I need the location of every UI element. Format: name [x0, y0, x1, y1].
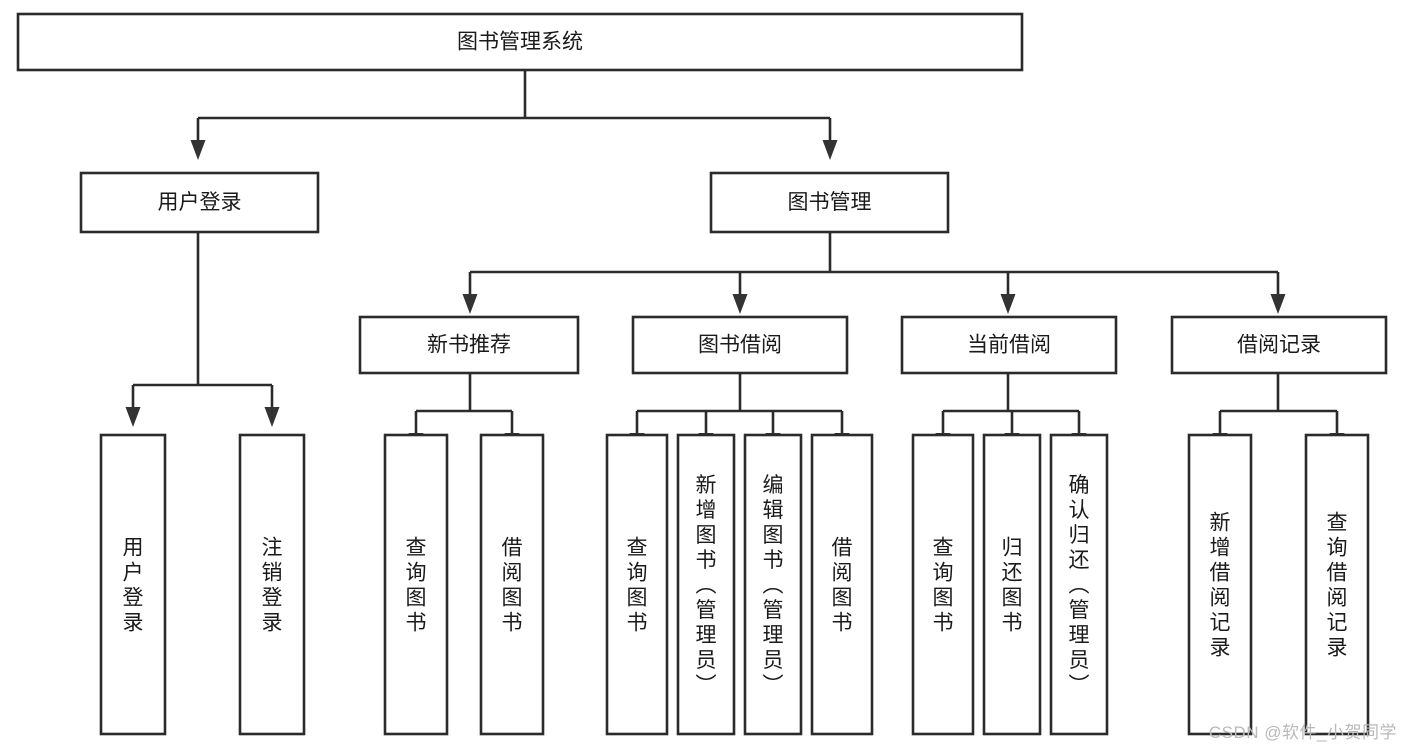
node-box[interactable] [358, 315, 580, 375]
watermark-text: CSDN @软件_小贺同学 [1208, 723, 1397, 742]
node-leaf-借阅图书[interactable]: 借阅图书 [810, 433, 874, 736]
node-l2-图书管理[interactable]: 图书管理 [709, 171, 950, 234]
node-box[interactable] [810, 433, 874, 736]
node-box[interactable] [743, 433, 803, 736]
node-label: 用户登录 [158, 191, 242, 214]
connector-book-mgmt-split [462, 232, 1286, 314]
node-label: 用户登录 [123, 537, 144, 635]
node-l2-用户登录[interactable]: 用户登录 [79, 171, 320, 234]
node-label: 查询图书 [627, 537, 648, 635]
node-label: 图书管理系统 [457, 31, 583, 54]
node-label: 当前借阅 [967, 334, 1051, 357]
arrow-head-icon [462, 294, 478, 314]
node-label: 查询图书 [406, 537, 427, 635]
arrow-head-icon [264, 407, 280, 427]
node-box[interactable] [1187, 433, 1253, 736]
node-box[interactable] [676, 433, 736, 736]
node-label: 图书借阅 [698, 334, 782, 357]
node-box[interactable] [1170, 315, 1388, 375]
node-box[interactable] [16, 12, 1024, 72]
node-leaf-确认归还管理员[interactable]: 确认归还︵管理员︶ [1049, 433, 1109, 736]
node-box[interactable] [238, 433, 306, 736]
node-leaf-新增借阅记录[interactable]: 新增借阅记录 [1187, 433, 1253, 736]
node-label: 查询图书 [933, 537, 954, 635]
node-box[interactable] [383, 433, 449, 736]
arrow-head-icon [1000, 294, 1016, 314]
node-leaf-注销登录[interactable]: 注销登录 [238, 433, 306, 736]
node-label: 新增借阅记录 [1210, 512, 1231, 660]
node-label: 编辑图书︵管理员︶ [763, 474, 784, 697]
node-box[interactable] [79, 171, 320, 234]
connector-root-split [190, 70, 838, 160]
arrow-head-icon [822, 140, 838, 160]
node-box[interactable] [99, 433, 167, 736]
node-box[interactable] [1049, 433, 1109, 736]
arrow-head-icon [732, 294, 748, 314]
node-label: 新书推荐 [427, 334, 511, 357]
connector-user-login-split [125, 232, 280, 427]
node-box[interactable] [605, 433, 669, 736]
node-leaf-用户登录[interactable]: 用户登录 [99, 433, 167, 736]
connector-layer [125, 70, 1345, 453]
node-leaf-查询图书[interactable]: 查询图书 [383, 433, 449, 736]
node-leaf-查询图书[interactable]: 查询图书 [911, 433, 975, 736]
node-box[interactable] [1304, 433, 1370, 736]
node-label: 确认归还︵管理员︶ [1069, 474, 1090, 697]
node-box[interactable] [900, 315, 1118, 375]
node-leaf-归还图书[interactable]: 归还图书 [982, 433, 1042, 736]
node-l3-新书推荐[interactable]: 新书推荐 [358, 315, 580, 375]
node-label: 注销登录 [262, 537, 283, 635]
node-layer: 图书管理系统用户登录图书管理新书推荐图书借阅当前借阅借阅记录用户登录注销登录查询… [16, 12, 1388, 736]
node-label: 借阅记录 [1237, 334, 1321, 357]
node-label: 归还图书 [1002, 537, 1023, 635]
node-label: 查询借阅记录 [1327, 512, 1348, 660]
node-leaf-新增图书管理员[interactable]: 新增图书︵管理员︶ [676, 433, 736, 736]
node-box[interactable] [911, 433, 975, 736]
node-label: 借阅图书 [832, 537, 853, 635]
node-leaf-借阅图书[interactable]: 借阅图书 [479, 433, 545, 736]
node-label: 借阅图书 [502, 537, 523, 635]
arrow-head-icon [1270, 294, 1286, 314]
node-l3-图书借阅[interactable]: 图书借阅 [631, 315, 849, 375]
node-box[interactable] [709, 171, 950, 234]
node-box[interactable] [631, 315, 849, 375]
node-l3-当前借阅[interactable]: 当前借阅 [900, 315, 1118, 375]
node-l3-借阅记录[interactable]: 借阅记录 [1170, 315, 1388, 375]
node-box[interactable] [982, 433, 1042, 736]
node-root-图书管理系统[interactable]: 图书管理系统 [16, 12, 1024, 72]
arrow-head-icon [125, 407, 141, 427]
node-leaf-查询借阅记录[interactable]: 查询借阅记录 [1304, 433, 1370, 736]
node-leaf-查询图书[interactable]: 查询图书 [605, 433, 669, 736]
node-box[interactable] [479, 433, 545, 736]
node-label: 新增图书︵管理员︶ [696, 474, 717, 697]
node-leaf-编辑图书管理员[interactable]: 编辑图书︵管理员︶ [743, 433, 803, 736]
arrow-head-icon [190, 140, 206, 160]
node-label: 图书管理 [788, 191, 872, 214]
